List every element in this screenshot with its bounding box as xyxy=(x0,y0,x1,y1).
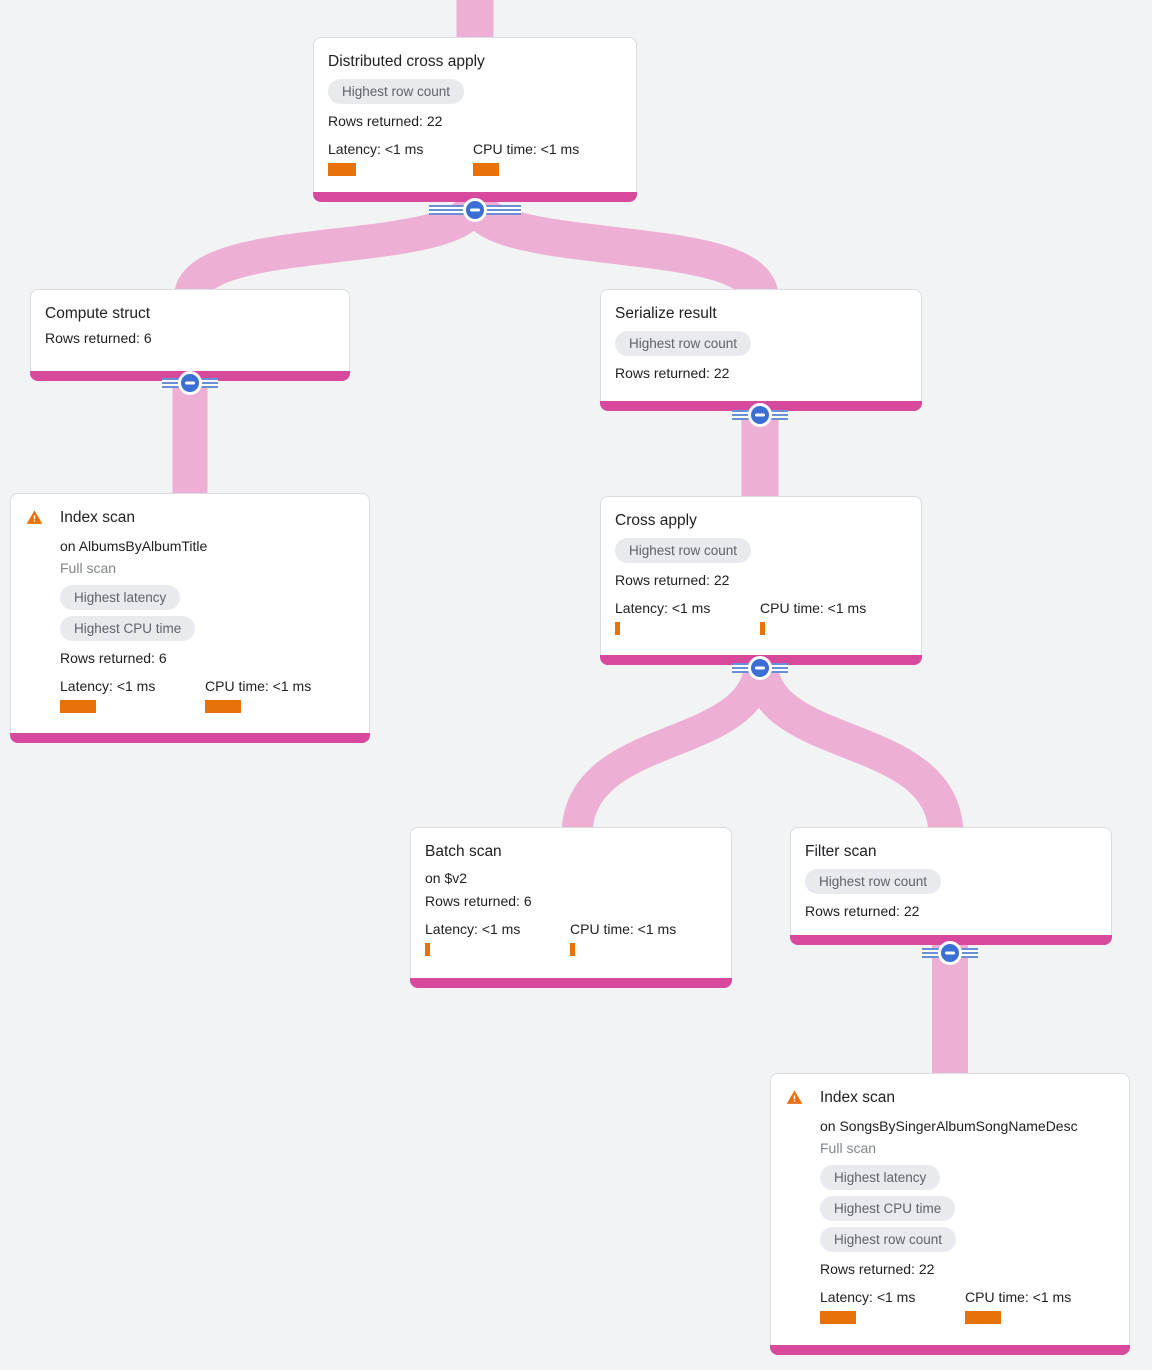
cpu-time-bar xyxy=(473,163,499,176)
node-title: Index scan xyxy=(60,509,135,526)
node-title: Serialize result xyxy=(615,305,717,322)
scan-type: Full scan xyxy=(820,1140,877,1156)
plan-node-distributed-cross-apply[interactable]: Distributed cross apply Highest row coun… xyxy=(313,37,637,202)
minus-icon xyxy=(748,656,772,680)
plan-node-cross-apply[interactable]: Cross apply Highest row count Rows retur… xyxy=(600,496,922,665)
link-cross-apply-filter-scan xyxy=(742,658,964,838)
plan-node-batch-scan[interactable]: Batch scan on $v2 Rows returned: 6 Laten… xyxy=(410,827,732,988)
warning-icon xyxy=(25,509,44,526)
cpu-time-bar xyxy=(965,1311,1001,1324)
rows-returned: Rows returned: 6 xyxy=(60,650,167,666)
latency-bar xyxy=(615,622,620,635)
cpu-time-label: CPU time: <1 ms xyxy=(570,921,677,937)
link-dca-serialize-result xyxy=(456,194,779,302)
warning-icon xyxy=(785,1089,804,1106)
plan-node-index-scan-songs[interactable]: Index scan on SongsBySingerAlbumSongName… xyxy=(770,1073,1130,1355)
node-accent-bar xyxy=(410,978,732,988)
cpu-time-bar xyxy=(570,943,575,956)
collapse-button-cross-apply[interactable] xyxy=(732,656,788,680)
minus-icon xyxy=(463,198,487,222)
link-dca-compute-struct xyxy=(174,194,492,302)
highest-latency-badge: Highest latency xyxy=(60,585,181,610)
cpu-time-bar xyxy=(205,700,241,713)
latency-label: Latency: <1 ms xyxy=(425,921,521,937)
rows-returned: Rows returned: 22 xyxy=(615,365,730,381)
cpu-time-bar xyxy=(760,622,765,635)
plan-node-index-scan-albums[interactable]: Index scan on AlbumsByAlbumTitle Full sc… xyxy=(10,493,370,743)
node-title: Distributed cross apply xyxy=(328,53,485,70)
highest-row-count-badge: Highest row count xyxy=(820,1227,957,1252)
collapse-button-filter-scan[interactable] xyxy=(922,941,978,965)
latency-bar xyxy=(60,700,96,713)
link-cross-apply-batch-scan xyxy=(561,658,776,838)
plan-node-compute-struct[interactable]: Compute struct Rows returned: 6 xyxy=(30,289,350,381)
node-accent-bar xyxy=(313,192,637,202)
node-title: Cross apply xyxy=(615,512,697,529)
node-subtitle: on SongsBySingerAlbumSongNameDesc xyxy=(820,1118,1078,1134)
node-subtitle: on $v2 xyxy=(425,870,468,886)
latency-label: Latency: <1 ms xyxy=(60,678,156,694)
rows-returned: Rows returned: 6 xyxy=(425,893,532,909)
plan-node-filter-scan[interactable]: Filter scan Highest row count Rows retur… xyxy=(790,827,1112,945)
cpu-time-label: CPU time: <1 ms xyxy=(473,141,580,157)
rows-returned: Rows returned: 22 xyxy=(805,903,920,919)
cpu-time-label: CPU time: <1 ms xyxy=(965,1289,1072,1305)
node-subtitle: on AlbumsByAlbumTitle xyxy=(60,538,208,554)
highest-latency-badge: Highest latency xyxy=(820,1165,941,1190)
latency-label: Latency: <1 ms xyxy=(615,600,711,616)
highest-cpu-time-badge: Highest CPU time xyxy=(60,616,196,641)
minus-icon xyxy=(938,941,962,965)
plan-node-serialize-result[interactable]: Serialize result Highest row count Rows … xyxy=(600,289,922,411)
scan-type: Full scan xyxy=(60,560,117,576)
minus-icon xyxy=(178,371,202,395)
highest-row-count-badge: Highest row count xyxy=(328,79,465,104)
rows-returned: Rows returned: 22 xyxy=(615,572,730,588)
node-title: Index scan xyxy=(820,1089,895,1106)
rows-returned: Rows returned: 22 xyxy=(820,1261,935,1277)
cpu-time-label: CPU time: <1 ms xyxy=(205,678,312,694)
latency-label: Latency: <1 ms xyxy=(328,141,424,157)
node-accent-bar xyxy=(10,733,370,743)
highest-row-count-badge: Highest row count xyxy=(615,538,752,563)
collapse-button-compute-struct[interactable] xyxy=(162,371,218,395)
node-accent-bar xyxy=(770,1345,1130,1355)
minus-icon xyxy=(748,403,772,427)
node-title: Batch scan xyxy=(425,843,502,860)
node-accent-bar xyxy=(790,935,1112,945)
node-title: Filter scan xyxy=(805,843,877,860)
latency-bar xyxy=(328,163,356,176)
highest-row-count-badge: Highest row count xyxy=(805,869,942,894)
highest-cpu-time-badge: Highest CPU time xyxy=(820,1196,956,1221)
latency-bar xyxy=(425,943,430,956)
rows-returned: Rows returned: 6 xyxy=(45,330,152,346)
collapse-button-distributed-cross-apply[interactable] xyxy=(429,198,521,222)
rows-returned: Rows returned: 22 xyxy=(328,113,443,129)
latency-label: Latency: <1 ms xyxy=(820,1289,916,1305)
highest-row-count-badge: Highest row count xyxy=(615,331,752,356)
collapse-button-serialize-result[interactable] xyxy=(732,403,788,427)
node-title: Compute struct xyxy=(45,305,151,322)
latency-bar xyxy=(820,1311,856,1324)
cpu-time-label: CPU time: <1 ms xyxy=(760,600,867,616)
